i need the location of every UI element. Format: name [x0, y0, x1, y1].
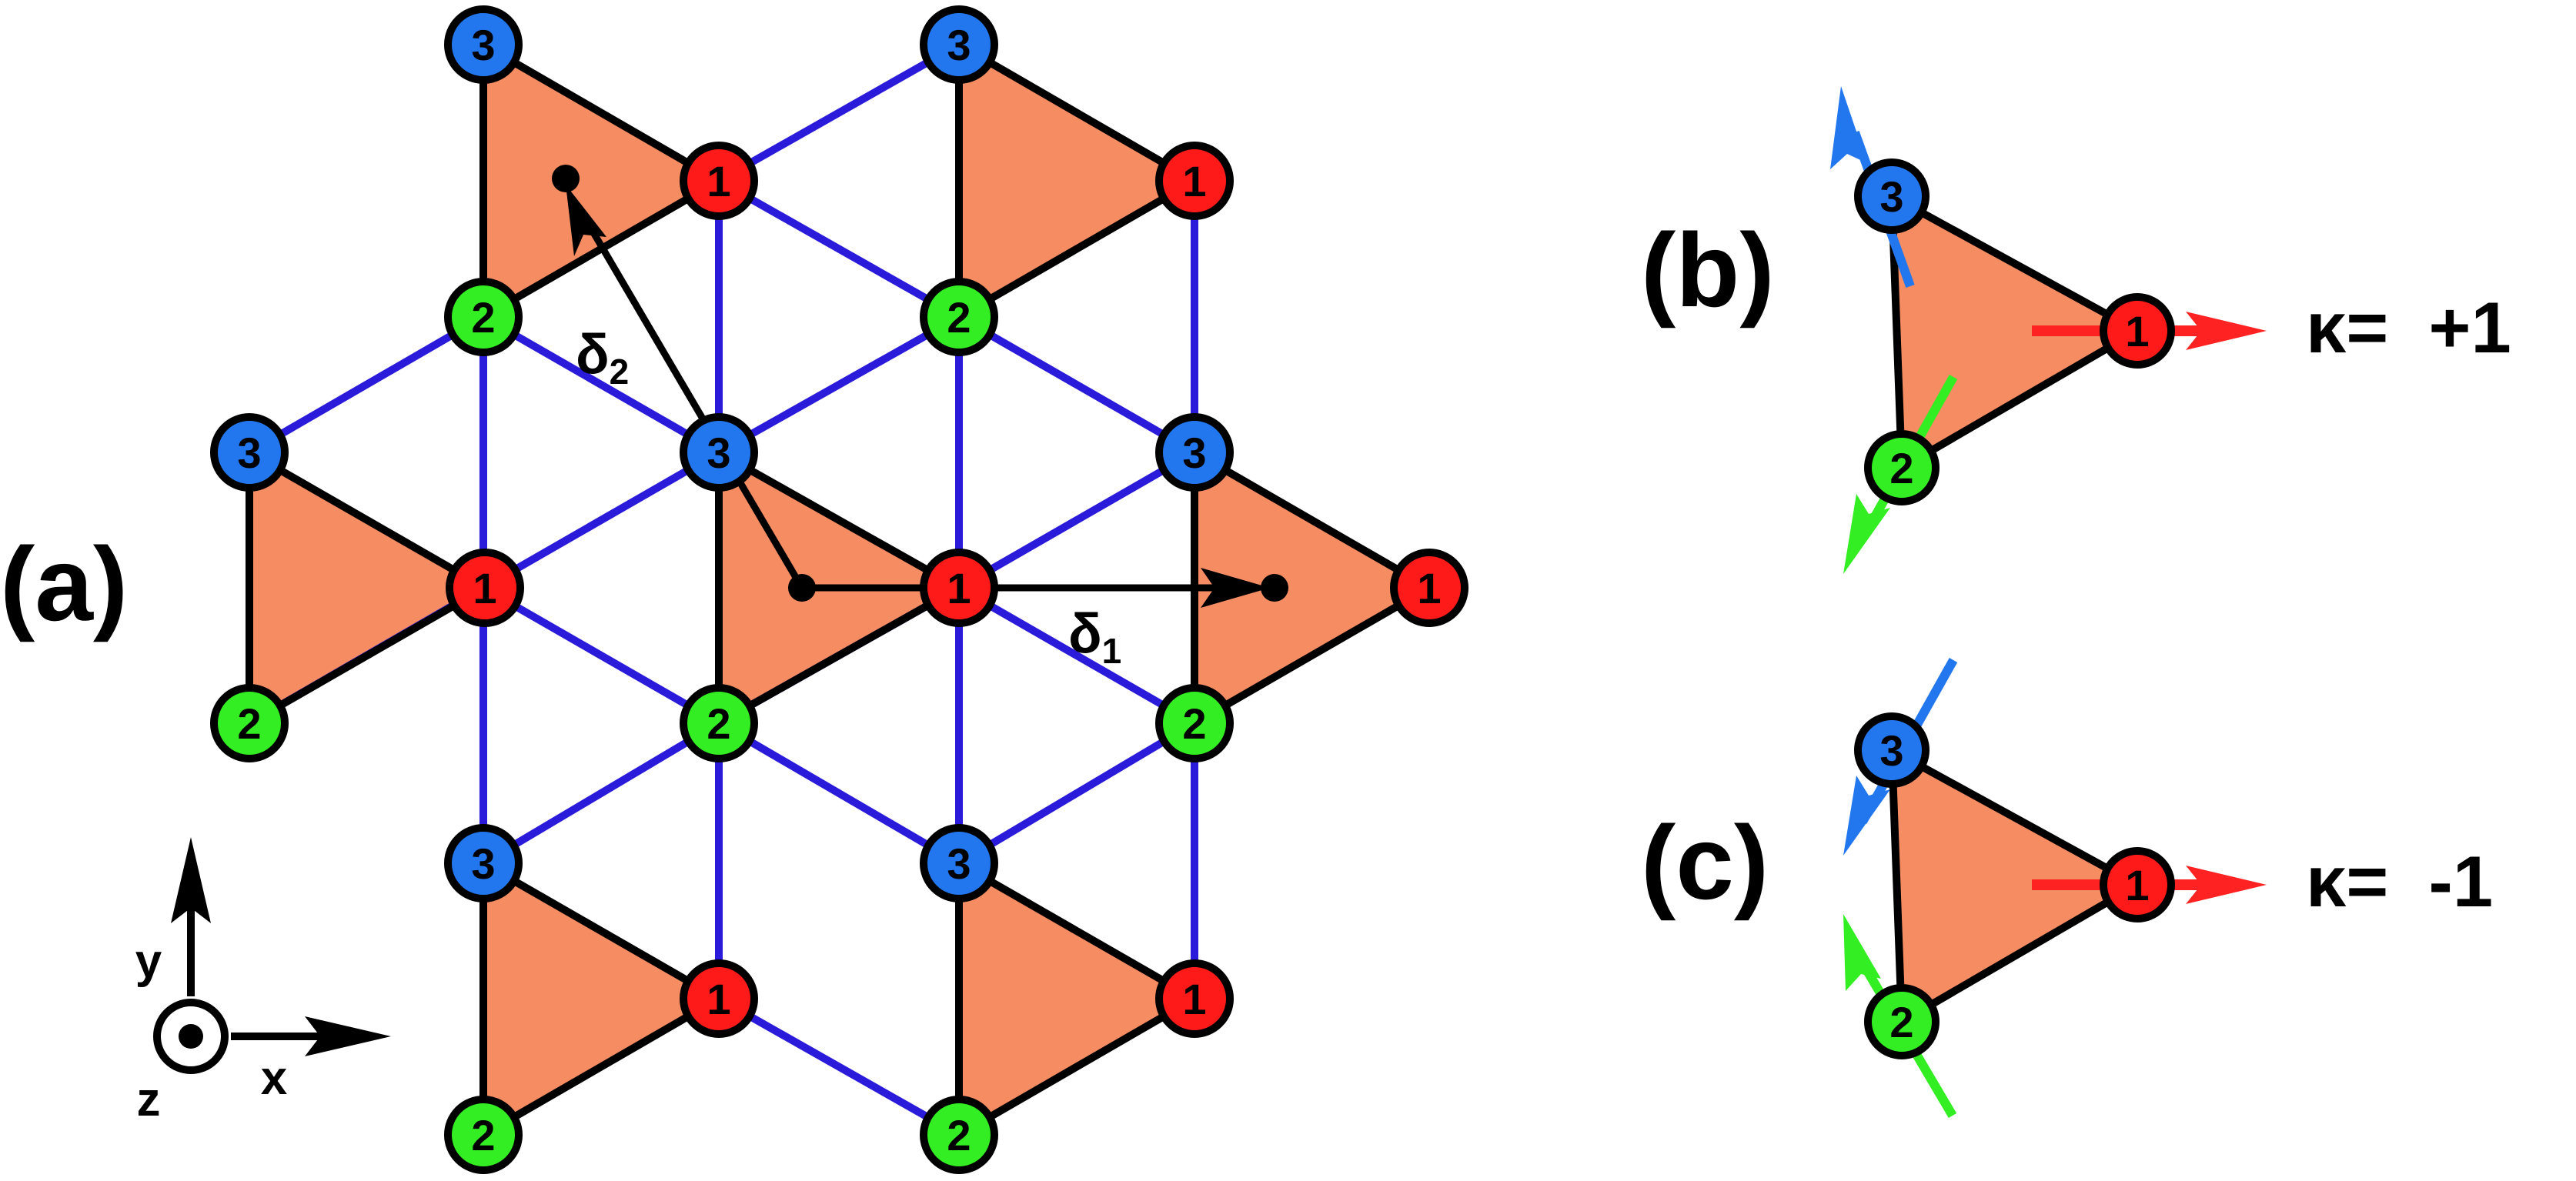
- site-label: 2: [947, 293, 971, 342]
- x-arrowhead-icon: [305, 1016, 391, 1056]
- panel-a-lattice: 3 3 3 3 3 3 3 1 1 1 1 1 1 1 2 2 2 2 2 2 …: [0, 5, 1468, 1174]
- site-1: [1155, 959, 1234, 1038]
- y-arrowhead-icon: [171, 837, 211, 923]
- black-bonds: [246, 41, 1433, 1139]
- delta2-arrow-shaft: [580, 213, 805, 590]
- axis-label-z: z: [137, 1073, 161, 1126]
- delta1-arrowhead: [1201, 568, 1270, 608]
- site-label: 1: [473, 564, 496, 612]
- site-2: [680, 684, 758, 762]
- site-label: 1: [707, 157, 730, 205]
- site-label: 2: [707, 699, 730, 748]
- site-label: 1: [1182, 975, 1206, 1023]
- site-2: [1155, 684, 1234, 762]
- site-3: [920, 5, 998, 84]
- site-label: 1: [947, 564, 971, 612]
- site-1: [920, 549, 998, 627]
- z-axis-dot-icon: [179, 1024, 203, 1049]
- site-label: 3: [947, 21, 971, 69]
- site-label: 2: [1182, 699, 1206, 748]
- triangle-c: [1888, 746, 2141, 1026]
- panel-b-label: (b): [1641, 212, 1775, 329]
- delta2-label: δ2: [576, 324, 629, 392]
- shaded-triangle: [959, 45, 1194, 317]
- spin-arrow-1-head-icon: [2186, 866, 2267, 904]
- site-3: [444, 5, 523, 84]
- site-3: [210, 413, 289, 492]
- spin-arrow-1-head-icon: [2186, 312, 2267, 350]
- site-2: [1864, 984, 1940, 1059]
- chirality-label-b: κ= +1: [2306, 287, 2511, 368]
- site-1: [2100, 847, 2175, 922]
- chirality-label-c: κ= -1: [2306, 841, 2493, 922]
- spin-arrow-3-head-icon: [1830, 86, 1867, 169]
- site-label: 3: [1879, 172, 1903, 221]
- site-label: 1: [2125, 861, 2149, 909]
- lattice-sites: [210, 5, 1468, 1174]
- site-3: [680, 413, 758, 492]
- triangle-b: [1888, 192, 2141, 472]
- site-label: 1: [1417, 564, 1441, 612]
- site-label: 2: [471, 1111, 495, 1159]
- site-2: [1864, 430, 1940, 505]
- shaded-triangle: [483, 45, 719, 317]
- coordinate-axes: y x z: [135, 837, 391, 1126]
- spin-arrow-3-head-icon: [1843, 776, 1890, 856]
- site-label: 1: [707, 975, 730, 1023]
- panel-b: (b) 3 2 1 κ= +1: [1641, 86, 2511, 574]
- site-3: [920, 824, 998, 902]
- site-label: 1: [2125, 307, 2149, 355]
- site-1: [1390, 549, 1468, 627]
- panel-c-label: (c): [1641, 804, 1769, 921]
- site-3: [444, 824, 523, 902]
- site-3: [1854, 712, 1929, 788]
- site-2: [210, 684, 289, 762]
- site-label: 3: [1879, 726, 1903, 775]
- shaded-triangle: [959, 863, 1194, 1135]
- site-label: 2: [1889, 998, 1913, 1046]
- site-label: 3: [707, 429, 730, 477]
- site-1: [2100, 293, 2175, 369]
- shaded-triangle: [249, 452, 485, 723]
- spin-arrow-2-head-icon: [1843, 494, 1890, 574]
- site-label: 1: [1182, 157, 1206, 205]
- site-3: [1854, 158, 1929, 234]
- axis-label-y: y: [135, 935, 162, 988]
- axis-label-x: x: [261, 1052, 288, 1105]
- delta2-arrowhead: [566, 185, 606, 256]
- site-label: 2: [1889, 444, 1913, 492]
- spin-arrow-2-head-icon: [1843, 914, 1881, 991]
- shaded-triangle: [1194, 452, 1429, 723]
- site-label: 2: [237, 699, 261, 748]
- site-label: 3: [471, 21, 495, 69]
- delta1-end-dot: [1261, 574, 1288, 602]
- lattice-vectors: [552, 165, 1288, 608]
- shaded-triangle: [483, 863, 719, 1135]
- site-1: [680, 959, 758, 1038]
- delta2-end-dot: [552, 165, 580, 192]
- delta1-label: δ1: [1068, 603, 1121, 671]
- site-label: 2: [947, 1111, 971, 1159]
- panel-a-label: (a): [0, 525, 128, 642]
- site-labels: 3 3 3 3 3 3 3 1 1 1 1 1 1 1 2 2 2 2 2 2 …: [237, 21, 1441, 1159]
- site-1: [446, 549, 524, 627]
- site-2: [920, 278, 998, 356]
- site-label: 2: [471, 293, 495, 342]
- site-1: [1155, 142, 1234, 220]
- site-2: [444, 278, 523, 356]
- site-2: [444, 1096, 523, 1174]
- site-label: 3: [947, 839, 971, 888]
- site-label: 3: [1182, 429, 1206, 477]
- panel-c: (c) 3 2 1 κ= -1: [1641, 658, 2493, 1119]
- site-label: 3: [237, 429, 261, 477]
- site-2: [920, 1096, 998, 1174]
- site-3: [1155, 413, 1234, 492]
- site-label: 3: [471, 839, 495, 888]
- site-1: [680, 142, 758, 220]
